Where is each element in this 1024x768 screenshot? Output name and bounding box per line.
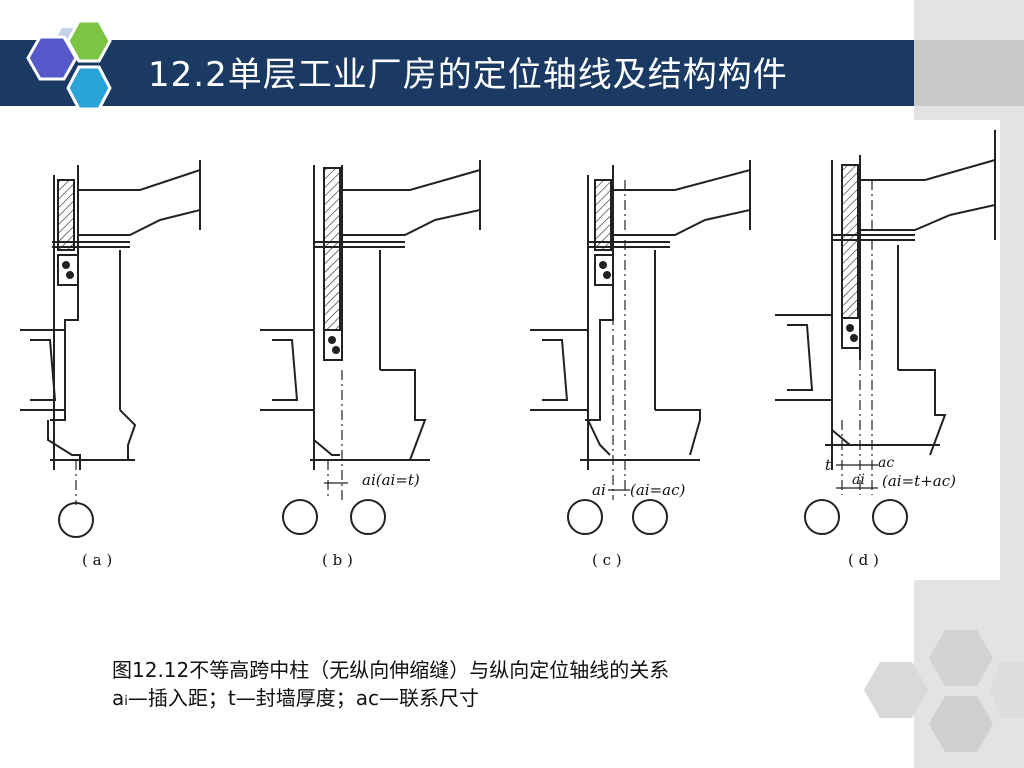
caption-subscript-i: i — [124, 694, 128, 709]
diagram-a: ( a ) — [20, 160, 201, 569]
label-a: ( a ) — [82, 551, 112, 569]
title-bar — [0, 40, 914, 106]
structural-diagram: ( a ) ai(ai=t) ( b ) — [20, 130, 996, 569]
caption-line-2: ai—插入距；t—封墙厚度；ac—联系尺寸 — [112, 684, 669, 716]
hexagon-logo-icon — [26, 19, 112, 111]
diagram-b: ai(ai=t) ( b ) — [260, 160, 481, 569]
annotation-d-ai: ai — [852, 472, 865, 488]
caption-symbol-a: a — [112, 686, 125, 710]
slide-title: 12.2单层工业厂房的定位轴线及结构构件 — [148, 55, 788, 95]
column-axis-drawing: ( a ) ai(ai=t) ( b ) — [10, 120, 1000, 580]
label-d: ( d ) — [848, 551, 879, 569]
caption-definitions: —插入距；t—封墙厚度；ac—联系尺寸 — [127, 686, 479, 710]
label-c: ( c ) — [592, 551, 622, 569]
annotation-d-formula: (ai=t+ac) — [882, 472, 956, 490]
annotation-b-formula: ai(ai=t) — [362, 471, 420, 489]
diagram-c: ai (ai=ac) ( c ) — [530, 160, 751, 569]
annotation-c-formula: (ai=ac) — [630, 481, 686, 499]
decorative-hexagons-icon — [864, 630, 1024, 752]
annotation-d-t: t — [825, 456, 832, 474]
title-bar-extension — [914, 40, 1024, 106]
annotation-c-ai: ai — [592, 481, 606, 499]
caption-line-1: 图12.12不等高跨中柱（无纵向伸缩缝）与纵向定位轴线的关系 — [112, 658, 670, 682]
diagram-d: t ac ai (ai=t+ac) ( d ) — [775, 130, 996, 569]
label-b: ( b ) — [322, 551, 353, 569]
annotation-d-ac: ac — [878, 455, 894, 471]
figure-caption: 图12.12不等高跨中柱（无纵向伸缩缝）与纵向定位轴线的关系 ai—插入距；t—… — [112, 656, 669, 716]
